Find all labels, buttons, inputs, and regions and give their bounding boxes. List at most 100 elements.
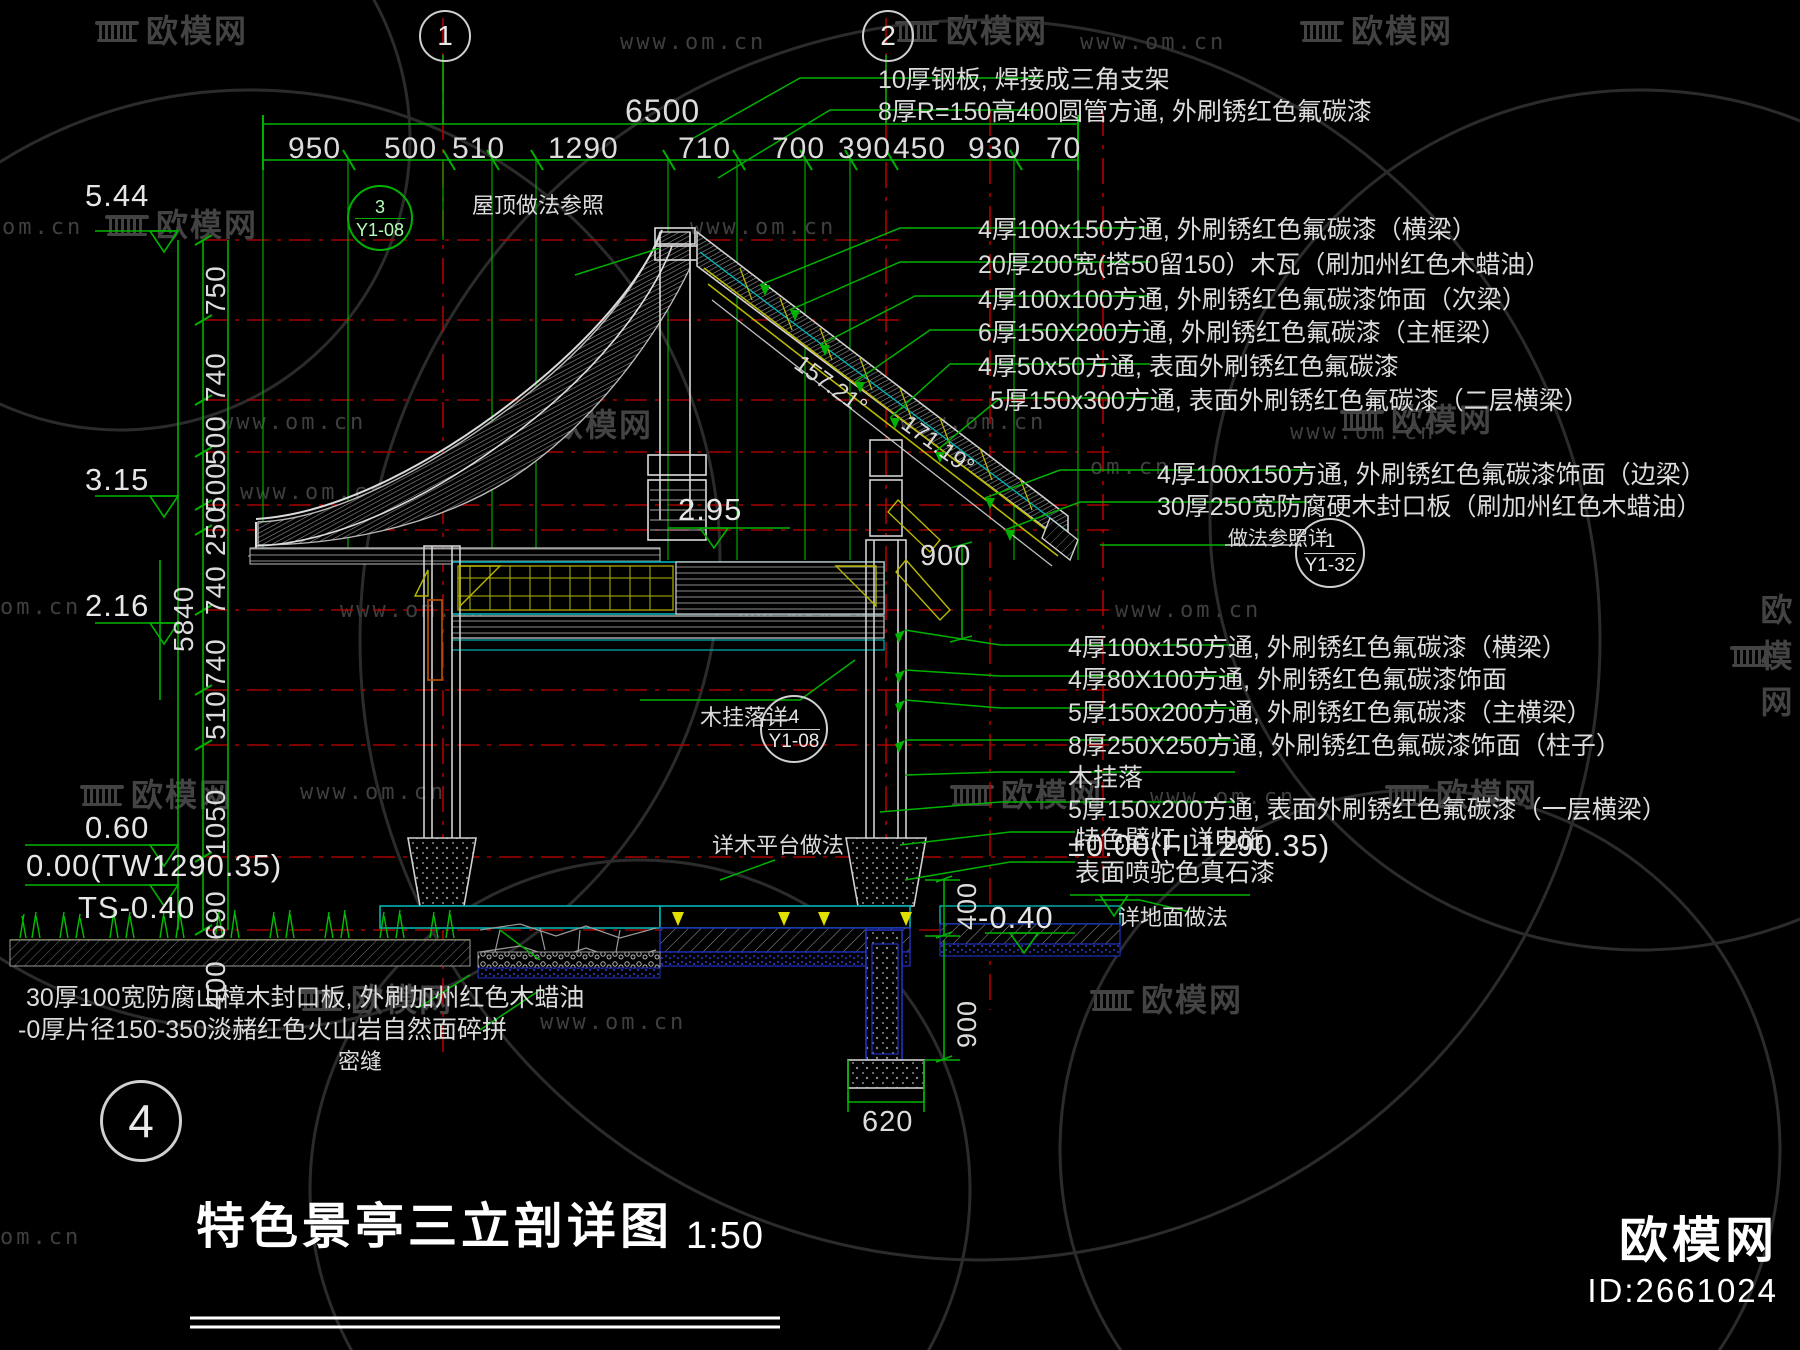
left-dim-seg-5: 740 [200,565,231,615]
roof-ridge-structure [647,227,707,541]
grass-symbols [19,909,455,939]
note-right-upper-6: 4厚100x150方通, 外刷锈红色氟碳漆饰面（边梁） [1157,461,1706,489]
note-right-upper-1: 20厚200宽(搭50留150）木瓦（刷加州红色木蜡油） [978,251,1551,279]
detail-ref-bubble-y1-32[interactable]: 1 Y1-32 [1295,518,1365,588]
elevation-label-315: 3.15 [85,462,150,497]
note-roof-method-ref: 屋顶做法参照 [472,193,605,218]
note-bottom-left-1: -0厚片径150-350淡赭红色火山岩自然面碎拼 [18,1016,507,1044]
left-dim-seg-4: 250 [200,506,231,556]
dimension-label-900-footing: 900 [952,999,982,1048]
left-dim-seg-6: 740 [200,638,231,688]
elevation-markers-right [985,894,1250,955]
title-underline [190,1316,780,1329]
note-right-lower-1: 4厚80X100方通, 外刷锈红色氟碳漆饰面 [1068,666,1507,694]
detail-ref-top: 1 [1324,530,1336,552]
note-right-upper-7: 30厚250宽防腐硬木封口板（刷加州红色木蜡油） [1157,493,1702,521]
top-dim-seg-4: 710 [678,132,732,165]
note-right-lower-5: 5厚150x200方通, 表面外刷锈红色氟碳漆（一层横梁） [1068,796,1667,824]
left-dim-seg-7: 510 [200,690,231,740]
note-bottom-left-0: 30厚100宽防腐山樟木封口板, 外刷加州红色木蜡油 [26,984,585,1012]
roof-left-sweep [248,229,691,565]
dimension-900-right [949,541,973,643]
left-dim-seg-1: 740 [200,352,231,402]
grid-bubble-1[interactable]: 1 [419,10,471,62]
note-top-0: 10厚钢板, 焊接成三角支架 [878,66,1170,94]
drawing-scale: 1:50 [686,1215,764,1257]
brand-id: ID:2661024 [1587,1272,1778,1309]
elevation-label-060: 0.60 [85,810,150,845]
top-dim-seg-1: 500 [384,132,438,165]
brace-elements [459,498,941,608]
page-title: 特色景亭三立剖详图 [196,1198,674,1255]
left-dim-seg-3: 500 [200,462,231,512]
detail-ref-bubble-y1-08-hanging[interactable]: 4 Y1-08 [760,695,828,763]
detail-ref-top: 3 [374,196,385,217]
top-dim-seg-3: 1290 [548,132,619,165]
top-dim-seg-8: 930 [968,132,1022,165]
note-right-upper-2: 4厚100x100方通, 外刷锈红色氟碳漆饰面（次梁） [978,286,1527,314]
left-dimension-chain [25,230,229,936]
note-right-lower-2: 5厚150x200方通, 外刷锈红色氟碳漆（主横梁） [1068,699,1592,727]
title-number-bubble[interactable]: 4 [100,1080,182,1162]
foundation-footing [847,875,960,1112]
top-dim-seg-7: 450 [893,132,947,165]
column-base-right [845,837,927,907]
left-dim-seg-2: 500 [200,415,231,465]
grid-bubble-label: 2 [880,20,896,51]
left-dim-seg-0: 750 [200,265,231,315]
dimension-label-620: 620 [862,1106,914,1138]
column-left [413,545,461,847]
note-wood-platform-method: 详木平台做法 [712,833,845,858]
note-ground-method: 详地面做法 [1118,905,1229,930]
elevation-label-000-fl: ±0.00(FL1290.35) [1068,828,1331,863]
dimension-label-400-footing: 400 [952,881,982,930]
note-right-lower-7: 表面喷驼色真石漆 [1075,859,1276,887]
detail-ref-bottom: Y1-32 [1304,554,1356,576]
elevation-label-544: 5.44 [85,178,150,213]
detail-ref-bubble-y1-08-roof[interactable]: 3 Y1-08 [347,185,413,251]
note-right-lower-6: 特色壁灯, 详电施 [1075,826,1264,854]
top-dimension-total: 6500 [625,93,701,129]
left-dimension-total: 5840 [168,585,199,652]
ceiling-beam-assembly [451,561,885,651]
elevation-label-295: 2.95 [678,492,743,527]
top-dim-seg-9: 70 [1046,132,1082,165]
leader-lines-right-lower [879,629,1235,881]
grid-bubble-label: 1 [437,20,453,51]
elevation-marker-295 [668,527,790,550]
column-base-left [407,837,477,907]
leader-lines-top [689,77,1040,179]
grid-bubble-2[interactable]: 2 [862,10,914,62]
top-dim-seg-5: 700 [772,132,826,165]
leader-arrowheads [760,285,1015,753]
top-dim-seg-0: 950 [288,132,342,165]
detail-ref-bottom: Y1-08 [768,730,820,752]
elevation-label-216: 2.16 [85,588,150,623]
brand-name: 欧模网 [1618,1212,1778,1269]
elevation-label-ts-040: TS-0.40 [78,890,196,925]
note-right-upper-5: 5厚150x300方通, 表面外刷锈红色氟碳漆（二层横梁） [990,387,1589,415]
top-dimension-chain [262,55,1079,560]
note-right-lower-3: 8厚250X250方通, 外刷锈红色氟碳漆饰面（柱子） [1068,732,1621,760]
note-right-upper-0: 4厚100x150方通, 外刷锈红色氟碳漆（横梁） [978,216,1477,244]
left-dim-seg-9: 690 [200,890,231,940]
left-dim-seg-8: 1050 [200,788,231,855]
detail-ref-bottom: Y1-08 [355,219,405,240]
title-number-label: 4 [128,1095,154,1147]
roof-right-slope [696,230,1079,567]
deck-arrow-markers [672,912,912,926]
note-method-ref-detail: 做法参照详 [1228,528,1328,550]
note-right-upper-3: 6厚150X200方通, 外刷锈红色氟碳漆（主框梁） [978,319,1506,347]
note-bottom-left-2: 密缝 [338,1049,383,1074]
detail-ref-top: 4 [788,706,800,728]
elevation-label-000-tw: 0.00(TW1290.35) [26,848,283,883]
brand-block: 欧模网 ID:2661024 [1587,1201,1778,1310]
top-dim-seg-2: 510 [452,132,506,165]
top-dim-seg-6: 390 [838,132,892,165]
elevation-label-neg040: -0.40 [978,900,1054,935]
leader-lines-right-upper [759,227,1310,531]
note-right-upper-4: 4厚50x50方通, 表面外刷锈红色氟碳漆 [978,353,1399,381]
